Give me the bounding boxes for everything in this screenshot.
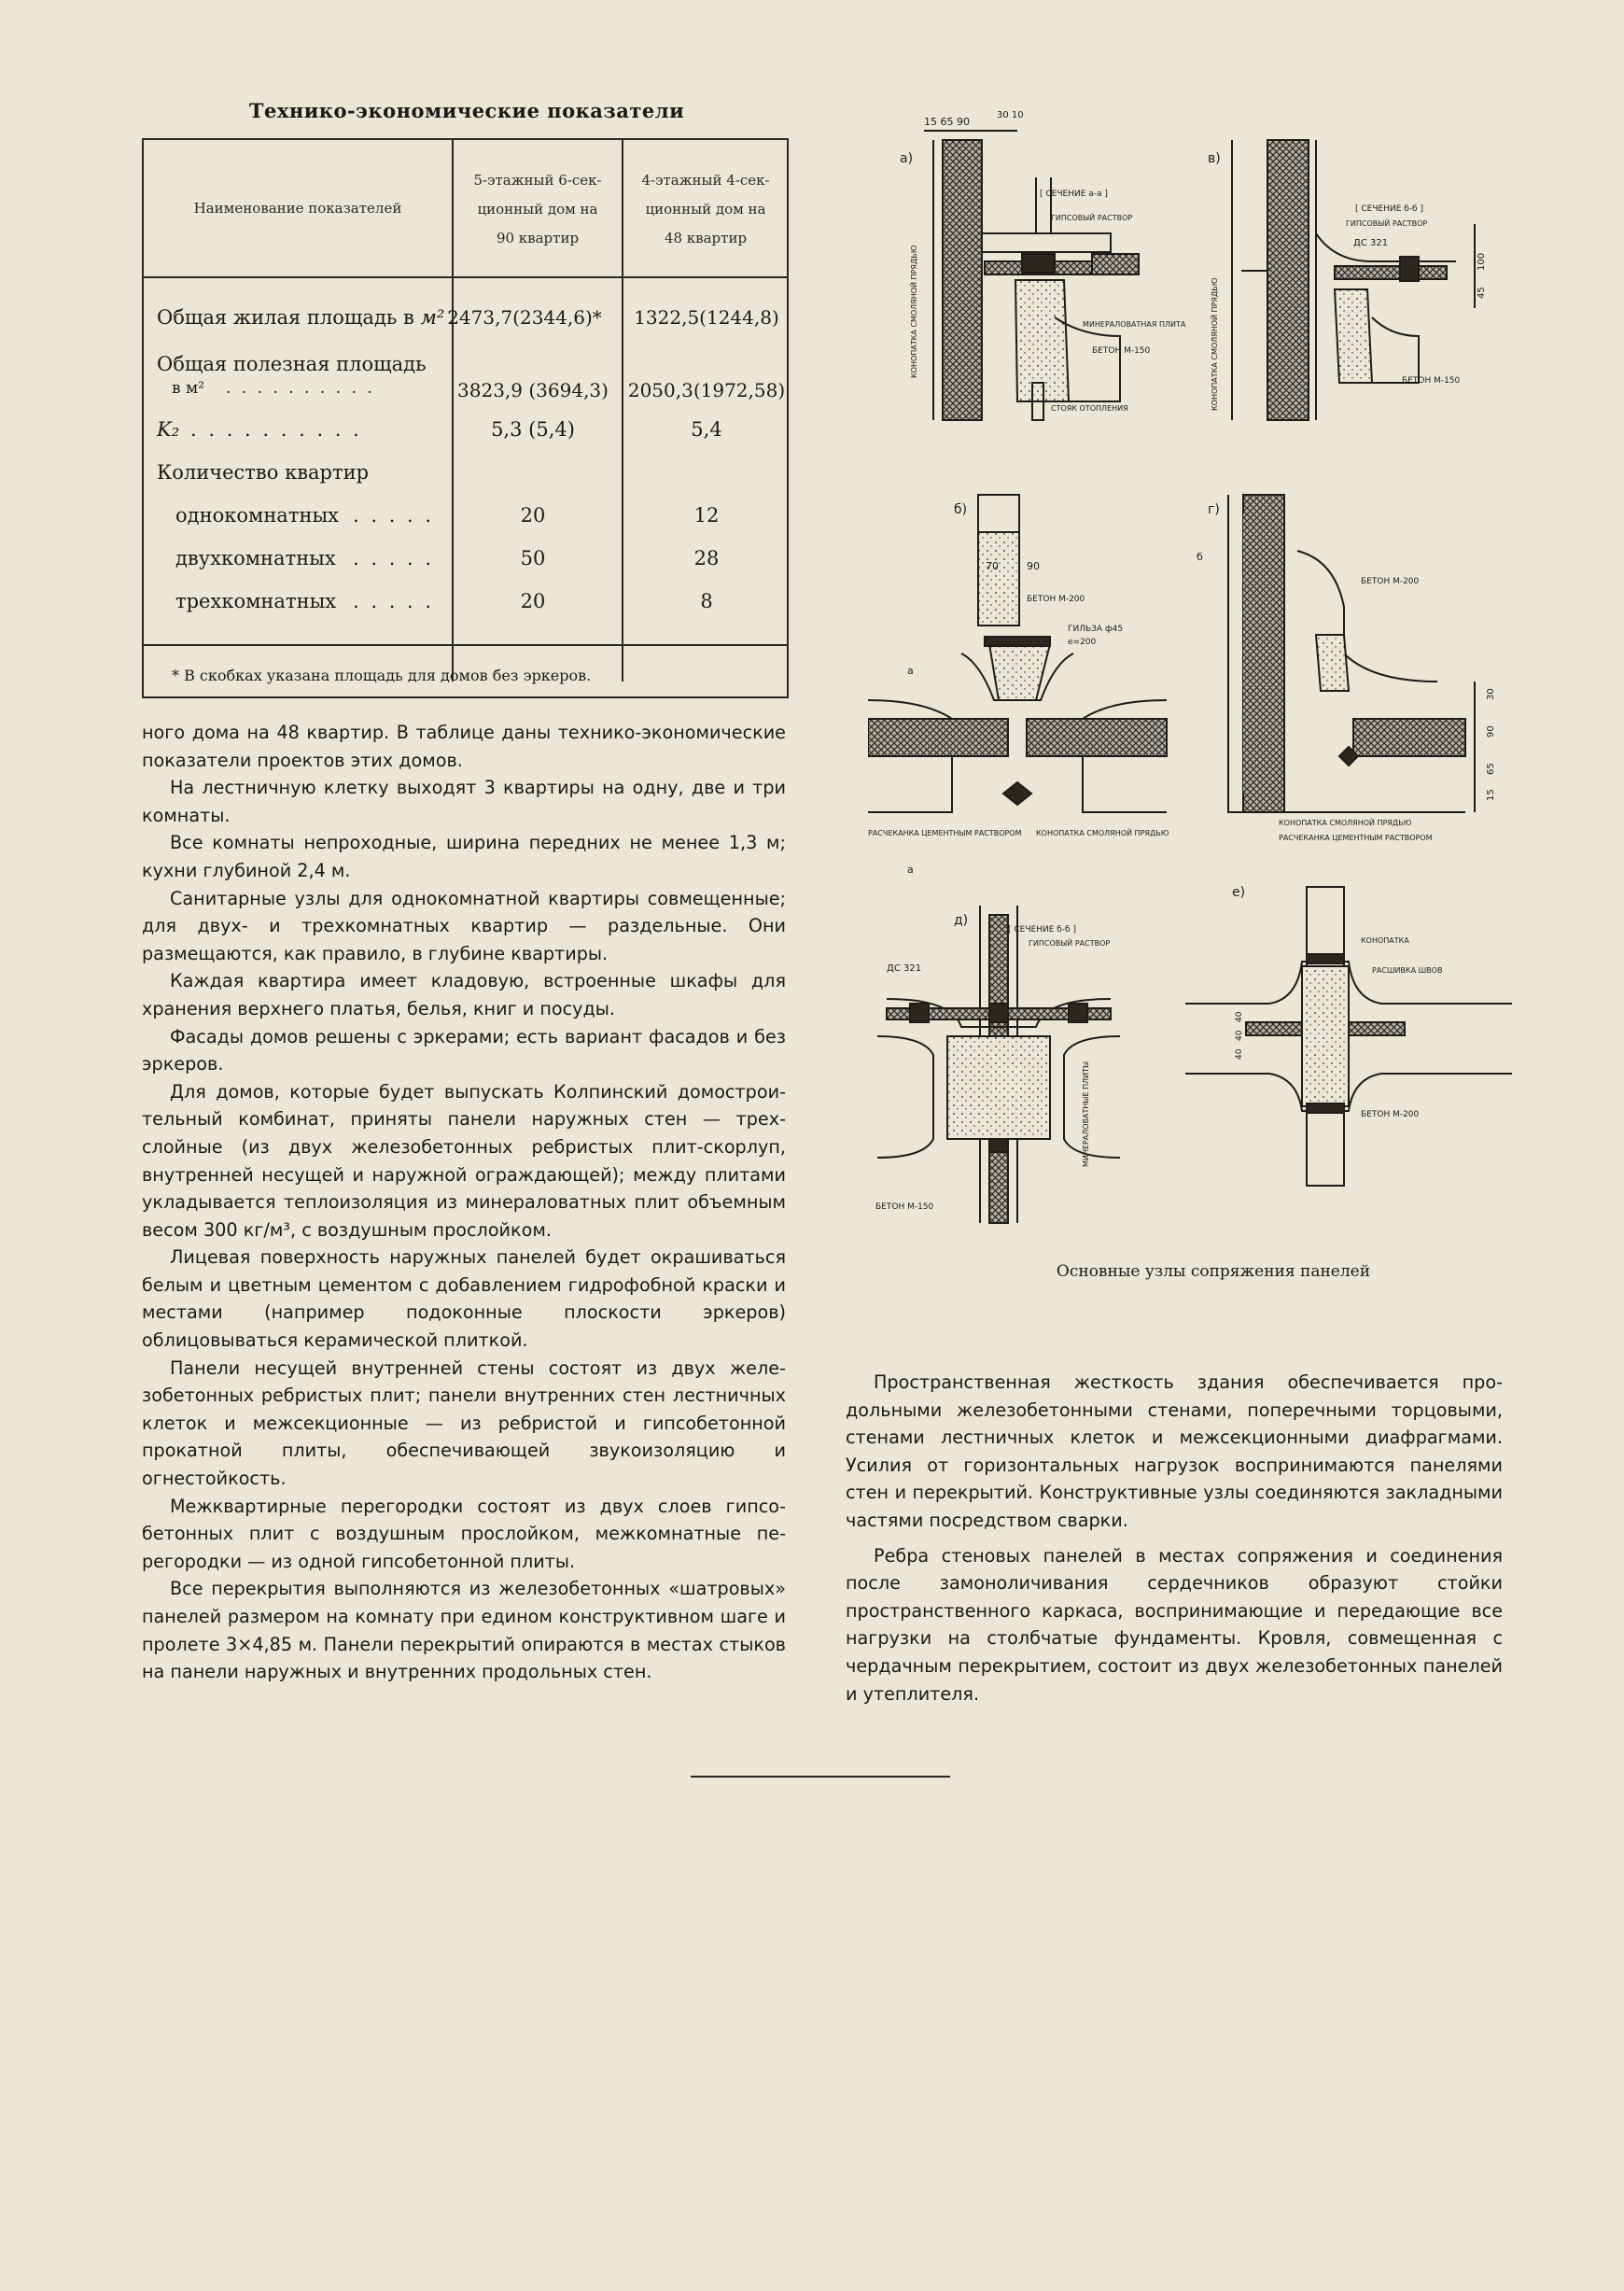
- svg-text:СТОЯК ОТОПЛЕНИЯ: СТОЯК ОТОПЛЕНИЯ: [1051, 404, 1128, 413]
- svg-text:65: 65: [1486, 763, 1496, 775]
- paragraph: Все перекрытия выполняются из железобето…: [142, 1578, 786, 1683]
- header-name: Наименование показателей: [193, 200, 402, 217]
- svg-text:КОНОПАТКА СМОЛЯНОЙ ПРЯДЬЮ: КОНОПАТКА СМОЛЯНОЙ ПРЯДЬЮ: [908, 245, 918, 378]
- table-row: Количество квартир: [157, 461, 370, 484]
- table-divider: [452, 140, 454, 682]
- end-rule: [691, 1776, 950, 1778]
- svg-text:40: 40: [1235, 1030, 1244, 1041]
- svg-text:ДС 321: ДС 321: [1353, 238, 1388, 248]
- table-row: K₂ . . . . . . . . . . 5,3 (5,4) 5,4: [157, 418, 722, 441]
- svg-text:БЕТОН М-150: БЕТОН М-150: [1402, 376, 1461, 386]
- svg-text:70: 70: [986, 560, 999, 572]
- svg-text:РАСЧЕКАНКА ЦЕМЕНТНЫМ РАСТВОРОМ: РАСЧЕКАНКА ЦЕМЕНТНЫМ РАСТВОРОМ: [868, 829, 1022, 837]
- svg-text:15 65 90: 15 65 90: [924, 116, 970, 128]
- header-divider: [144, 276, 788, 278]
- svg-text:БЕТОН М-200: БЕТОН М-200: [1027, 595, 1085, 604]
- svg-text:[ СЕЧЕНИЕ б-б ]: [ СЕЧЕНИЕ б-б ]: [1008, 925, 1076, 935]
- svg-text:90: 90: [1027, 560, 1040, 572]
- svg-text:КОНОПАТКА СМОЛЯНОЙ ПРЯДЬЮ: КОНОПАТКА СМОЛЯНОЙ ПРЯДЬЮ: [1036, 827, 1169, 837]
- panel-joint-drawings: а) 15 65 90 30 10 [ СЕЧЕНИЕ а-а ] ГИПСОВ…: [868, 110, 1512, 1224]
- table-title: Технико-экономические показатели: [248, 99, 685, 122]
- svg-text:а: а: [907, 864, 914, 876]
- figure-caption: Основные узлы сопряжения панелей: [1056, 1262, 1371, 1281]
- svg-text:ДС 321: ДС 321: [887, 963, 921, 974]
- paragraph: Пространственная жесткость здания обеспе…: [846, 1371, 1503, 1531]
- svg-text:ГИПСОВЫЙ РАСТВОР: ГИПСОВЫЙ РАСТВОР: [1346, 218, 1427, 228]
- detail-v: в) [ СЕЧЕНИЕ б-б ] ГИПСОВЫЙ РАСТВОР ДС 3…: [1208, 139, 1487, 421]
- svg-text:100: 100: [868, 1009, 871, 1027]
- svg-text:[ СЕЧЕНИЕ б-б ]: [ СЕЧЕНИЕ б-б ]: [1355, 204, 1423, 214]
- svg-text:а: а: [907, 665, 914, 677]
- detail-label: е): [1232, 885, 1245, 900]
- svg-text:МИНЕРАЛОВАТНАЯ ПЛИТА: МИНЕРАЛОВАТНАЯ ПЛИТА: [1083, 320, 1186, 329]
- table-footnote: * В скобках указана площадь для домов бе…: [172, 667, 592, 684]
- svg-text:МИНЕРАЛОВАТНЫЕ ПЛИТЫ: МИНЕРАЛОВАТНЫЕ ПЛИТЫ: [1082, 1061, 1090, 1167]
- paragraph: Санитарные узлы для однокомнатной кварти…: [142, 887, 786, 964]
- svg-text:е=200: е=200: [1068, 638, 1097, 647]
- table-row: Общая полезная площадь: [157, 353, 427, 375]
- left-text-column: ного дома на 48 квартир. В таблице даны …: [142, 719, 786, 1686]
- svg-text:[ СЕЧЕНИЕ а-а ]: [ СЕЧЕНИЕ а-а ]: [1040, 190, 1108, 199]
- detail-a: а) 15 65 90 30 10 [ СЕЧЕНИЕ а-а ] ГИПСОВ…: [900, 110, 1186, 421]
- paragraph: ного дома на 48 квартир. В таблице даны …: [142, 722, 786, 771]
- detail-label: в): [1208, 151, 1221, 166]
- svg-text:100: 100: [1477, 253, 1487, 271]
- detail-g: г) БЕТОН М-200 КОНОПАТКА СМОЛЯНОЙ ПРЯДЬЮ…: [1197, 494, 1496, 842]
- table-row: однокомнатных . . . . . 20 12: [175, 504, 720, 527]
- svg-text:РАСШИВКА ШВОВ: РАСШИВКА ШВОВ: [1372, 966, 1442, 975]
- detail-d: д) [ СЕЧЕНИЕ б-б ] ГИПСОВЫЙ РАСТВОР ДС 3…: [868, 906, 1121, 1224]
- svg-text:КОНОПАТКА СМОЛЯНОЙ ПРЯДЬЮ: КОНОПАТКА СМОЛЯНОЙ ПРЯДЬЮ: [1209, 277, 1219, 411]
- svg-text:15: 15: [1486, 789, 1496, 801]
- detail-b: б) 70 90 БЕТОН М-200 ГИЛЬЗА ф45 е=200 РА…: [868, 494, 1169, 876]
- paragraph: Все комнаты непроходные, ширина передних…: [142, 832, 786, 881]
- svg-text:ГИПСОВЫЙ РАСТВОР: ГИПСОВЫЙ РАСТВОР: [1029, 937, 1110, 948]
- svg-text:б: б: [1197, 551, 1203, 563]
- svg-text:45: 45: [868, 1052, 871, 1064]
- svg-text:40: 40: [1235, 1048, 1244, 1060]
- svg-text:БЕТОН М-150: БЕТОН М-150: [875, 1202, 934, 1212]
- paragraph: Панели несущей внутренней стены состоят …: [142, 1356, 786, 1490]
- table-divider: [622, 140, 623, 682]
- table-row: трехкомнатных . . . . . 20 8: [175, 590, 713, 612]
- table-row: Общая жилая площадь в м² 2473,7(2344,6)*…: [157, 306, 779, 329]
- table-row: в м² . . . . . . . . . . 3823,9 (3694,3)…: [172, 379, 786, 401]
- svg-text:КОНОПАТКА СМОЛЯНОЙ ПРЯДЬЮ: КОНОПАТКА СМОЛЯНОЙ ПРЯДЬЮ: [1279, 817, 1412, 827]
- paragraph: Лицевая поверхность наружных панелей буд…: [142, 1246, 786, 1352]
- table-row: двухкомнатных . . . . . 50 28: [175, 547, 720, 569]
- svg-text:30 10: 30 10: [997, 110, 1024, 120]
- detail-label: а): [900, 151, 913, 166]
- svg-text:РАСЧЕКАНКА ЦЕМЕНТНЫМ РАСТВОРОМ: РАСЧЕКАНКА ЦЕМЕНТНЫМ РАСТВОРОМ: [1279, 834, 1433, 842]
- detail-label: г): [1208, 502, 1220, 517]
- paragraph: Межквартирные перегородки состоят из дву…: [142, 1495, 786, 1572]
- svg-text:90: 90: [1486, 725, 1496, 738]
- detail-label: д): [954, 913, 968, 928]
- indicators-table: Наименование показателей 5-этажный 6-сек…: [142, 138, 789, 698]
- svg-text:30: 30: [1486, 688, 1496, 700]
- svg-text:БЕТОН М-200: БЕТОН М-200: [1361, 1110, 1420, 1119]
- svg-text:КОНОПАТКА: КОНОПАТКА: [1361, 936, 1409, 945]
- paragraph: Для домов, которые будет выпускать Колпи…: [142, 1080, 786, 1241]
- paragraph: Фасады домов решены с эркерами; есть вар…: [142, 1025, 786, 1075]
- paragraph: Каждая квартира имеет кладовую, встроенн…: [142, 970, 786, 1019]
- footnote-divider: [144, 644, 788, 646]
- svg-text:40: 40: [1235, 1011, 1244, 1022]
- detail-label: б): [954, 502, 967, 517]
- paragraph: Ребра стеновых панелей в местах сопряжен…: [846, 1544, 1503, 1705]
- svg-text:ГИЛЬЗА ф45: ГИЛЬЗА ф45: [1068, 625, 1123, 634]
- svg-text:ГИПСОВЫЙ РАСТВОР: ГИПСОВЫЙ РАСТВОР: [1051, 212, 1132, 222]
- svg-text:БЕТОН М-150: БЕТОН М-150: [1092, 346, 1151, 356]
- right-text-column: Пространственная жесткость здания обеспе…: [846, 1369, 1503, 1708]
- paragraph: На лестничную клетку выходят 3 квартиры …: [142, 777, 786, 826]
- svg-text:45: 45: [1477, 287, 1487, 299]
- detail-e: е) КОНОПАТКА РАСШИВКА ШВОВ БЕТОН М-200 4…: [1185, 885, 1512, 1187]
- svg-text:БЕТОН М-200: БЕТОН М-200: [1361, 577, 1420, 586]
